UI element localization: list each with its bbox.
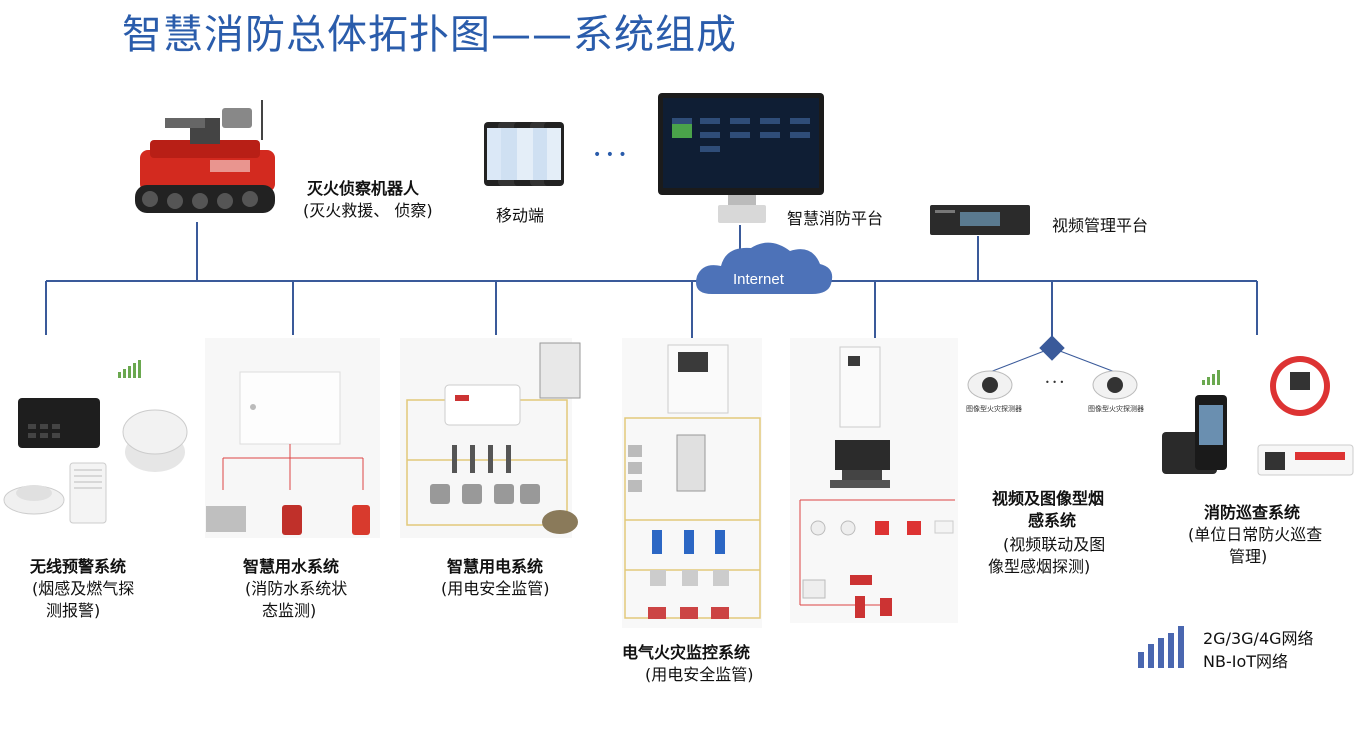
robot-title: 灭火侦察机器人: [307, 179, 420, 198]
system-electric-fire-sub1: (用电安全监管): [645, 665, 754, 684]
platform-label: 智慧消防平台: [787, 209, 884, 228]
camera-label-2: 图像型火灾探测器: [1088, 405, 1144, 413]
network-legend-line1: 2G/3G/4G网络: [1203, 629, 1314, 648]
video-camera-devices: [967, 335, 1138, 400]
network-legend-line2: NB-IoT网络: [1203, 652, 1289, 671]
internet-cloud-icon: [696, 242, 833, 294]
system-electric-sub1: (用电安全监管): [441, 579, 550, 598]
network-lines: [45, 222, 1258, 340]
system-water-sub1: (消防水系统状: [245, 579, 348, 598]
mobile-phones-icon: [484, 122, 564, 186]
system-patrol-title: 消防巡查系统: [1204, 503, 1301, 522]
system-video-sub2: 像型感烟探测): [988, 557, 1091, 576]
system-electric-title: 智慧用电系统: [447, 557, 544, 576]
system-video-title: 视频及图像型烟: [992, 489, 1105, 508]
system-patrol-sub1: (单位日常防火巡查: [1188, 525, 1323, 544]
water-system-devices: [205, 338, 380, 538]
mobile-label: 移动端: [496, 206, 545, 225]
more-dots: • • •: [593, 147, 627, 163]
page-title: 智慧消防总体拓扑图——系统组成: [122, 12, 737, 58]
wireless-alarm-devices: [3, 398, 188, 524]
system-electric-fire-title: 电气火灾监控系统: [622, 643, 751, 662]
system-patrol-sub2: 管理): [1229, 547, 1268, 566]
network-signal-icon: [1138, 626, 1184, 668]
system-water-sub2: 态监测): [262, 601, 317, 620]
video-platform-label: 视频管理平台: [1052, 216, 1149, 235]
system-wireless-sub2: 测报警): [46, 601, 101, 620]
robot-icon: [135, 100, 275, 213]
system-video-title2: 感系统: [1028, 511, 1077, 530]
nvr-icon: [930, 205, 1030, 235]
system-water-title: 智慧用水系统: [243, 557, 340, 576]
patrol-devices: [1162, 356, 1354, 476]
fire-alarm-controller-devices: [790, 338, 958, 623]
electrical-system-devices: [400, 338, 581, 538]
system-video-sub1: (视频联动及图: [1003, 535, 1106, 554]
internet-label: Internet: [733, 271, 784, 288]
robot-subtitle: (灭火救援、 侦察): [303, 201, 433, 220]
camera-dots: • • •: [1045, 378, 1065, 387]
camera-label-1: 图像型火灾探测器: [966, 405, 1022, 413]
electrical-fire-monitoring-devices: [622, 338, 762, 628]
system-wireless-title: 无线预警系统: [30, 557, 127, 576]
monitor-icon: [658, 93, 824, 223]
system-wireless-sub1: (烟感及燃气探: [32, 579, 135, 598]
